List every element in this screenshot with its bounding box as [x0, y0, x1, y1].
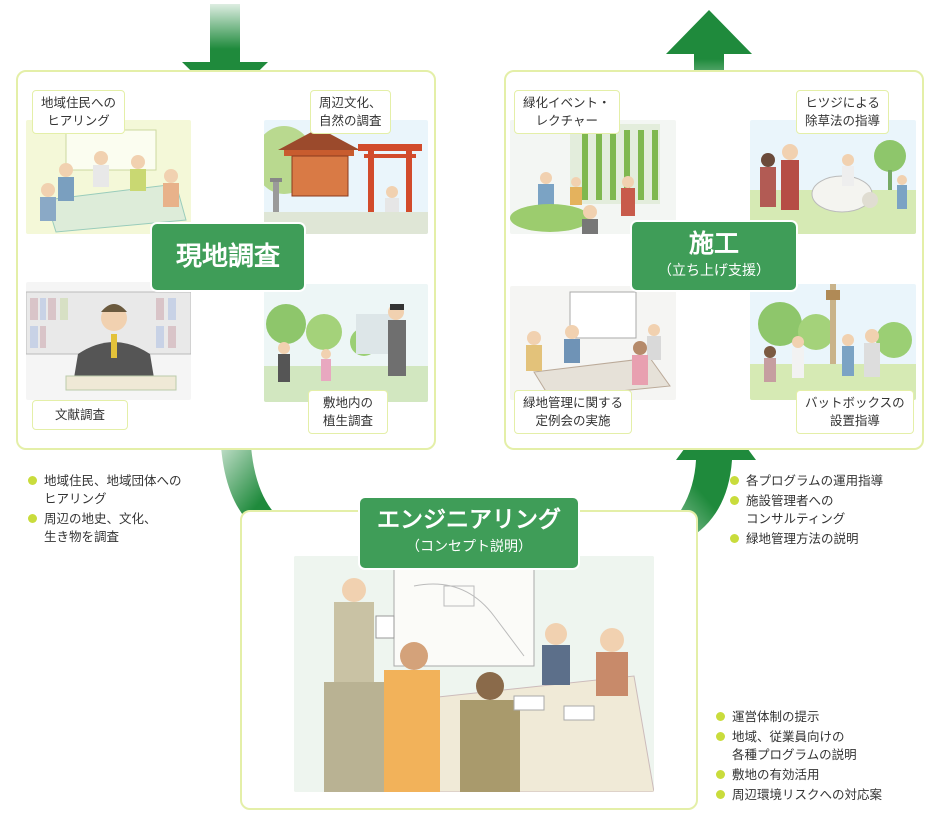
list-item: 施設管理者への コンサルティング [730, 492, 883, 528]
construction-panel: 緑化イベント・ レクチャー ヒツジによる 除草法の指導 緑地管理に関する 定例会… [504, 70, 924, 450]
batbox-label: バットボックスの 設置指導 [796, 390, 914, 434]
hearing-label: 地域住民への ヒアリング [32, 90, 126, 134]
literature-label: 文献調査 [32, 400, 129, 430]
survey-title: 現地調査 [152, 224, 304, 290]
survey-bullets: 地域住民、地域団体への ヒアリング 周辺の地史、文化、 生き物を調査 [28, 472, 182, 548]
batbox-illustration [750, 284, 916, 400]
sheep-illustration [750, 120, 916, 234]
event-label: 緑化イベント・ レクチャー [514, 90, 620, 134]
construction-bullets: 各プログラムの運用指導 施設管理者への コンサルティング 緑地管理方法の説明 [730, 472, 883, 550]
concept-presentation-illustration [294, 556, 654, 792]
list-item: 各プログラムの運用指導 [730, 472, 883, 490]
survey-panel: 地域住民への ヒアリング 周辺文化、 自然の調査 [16, 70, 436, 450]
literature-illustration [26, 282, 191, 400]
list-item: 緑地管理方法の説明 [730, 530, 883, 548]
list-item: 地域、従業員向けの 各種プログラムの説明 [716, 728, 882, 764]
culture-illustration [264, 120, 428, 234]
vegetation-label: 敷地内の 植生調査 [308, 390, 389, 434]
culture-label: 周辺文化、 自然の調査 [310, 90, 391, 134]
list-item: 運営体制の提示 [716, 708, 882, 726]
engineering-panel: エンジニアリング （コンセプト説明） [240, 498, 698, 810]
exit-up-arrow [666, 10, 752, 108]
hearing-illustration [26, 120, 191, 234]
vegetation-illustration [264, 284, 428, 402]
list-item: 周辺環境リスクへの対応案 [716, 786, 882, 804]
list-item: 周辺の地史、文化、 生き物を調査 [28, 510, 182, 546]
event-illustration [510, 120, 676, 234]
engineering-title: エンジニアリング （コンセプト説明） [360, 498, 578, 568]
meeting-label: 緑地管理に関する 定例会の実施 [514, 390, 633, 434]
construction-title: 施工 （立ち上げ支援） [632, 222, 796, 290]
list-item: 敷地の有効活用 [716, 766, 882, 784]
sheep-label: ヒツジによる 除草法の指導 [796, 90, 890, 134]
list-item: 地域住民、地域団体への ヒアリング [28, 472, 182, 508]
meeting-illustration [510, 286, 676, 400]
engineering-bullets: 運営体制の提示 地域、従業員向けの 各種プログラムの説明 敷地の有効活用 周辺環… [716, 708, 882, 806]
